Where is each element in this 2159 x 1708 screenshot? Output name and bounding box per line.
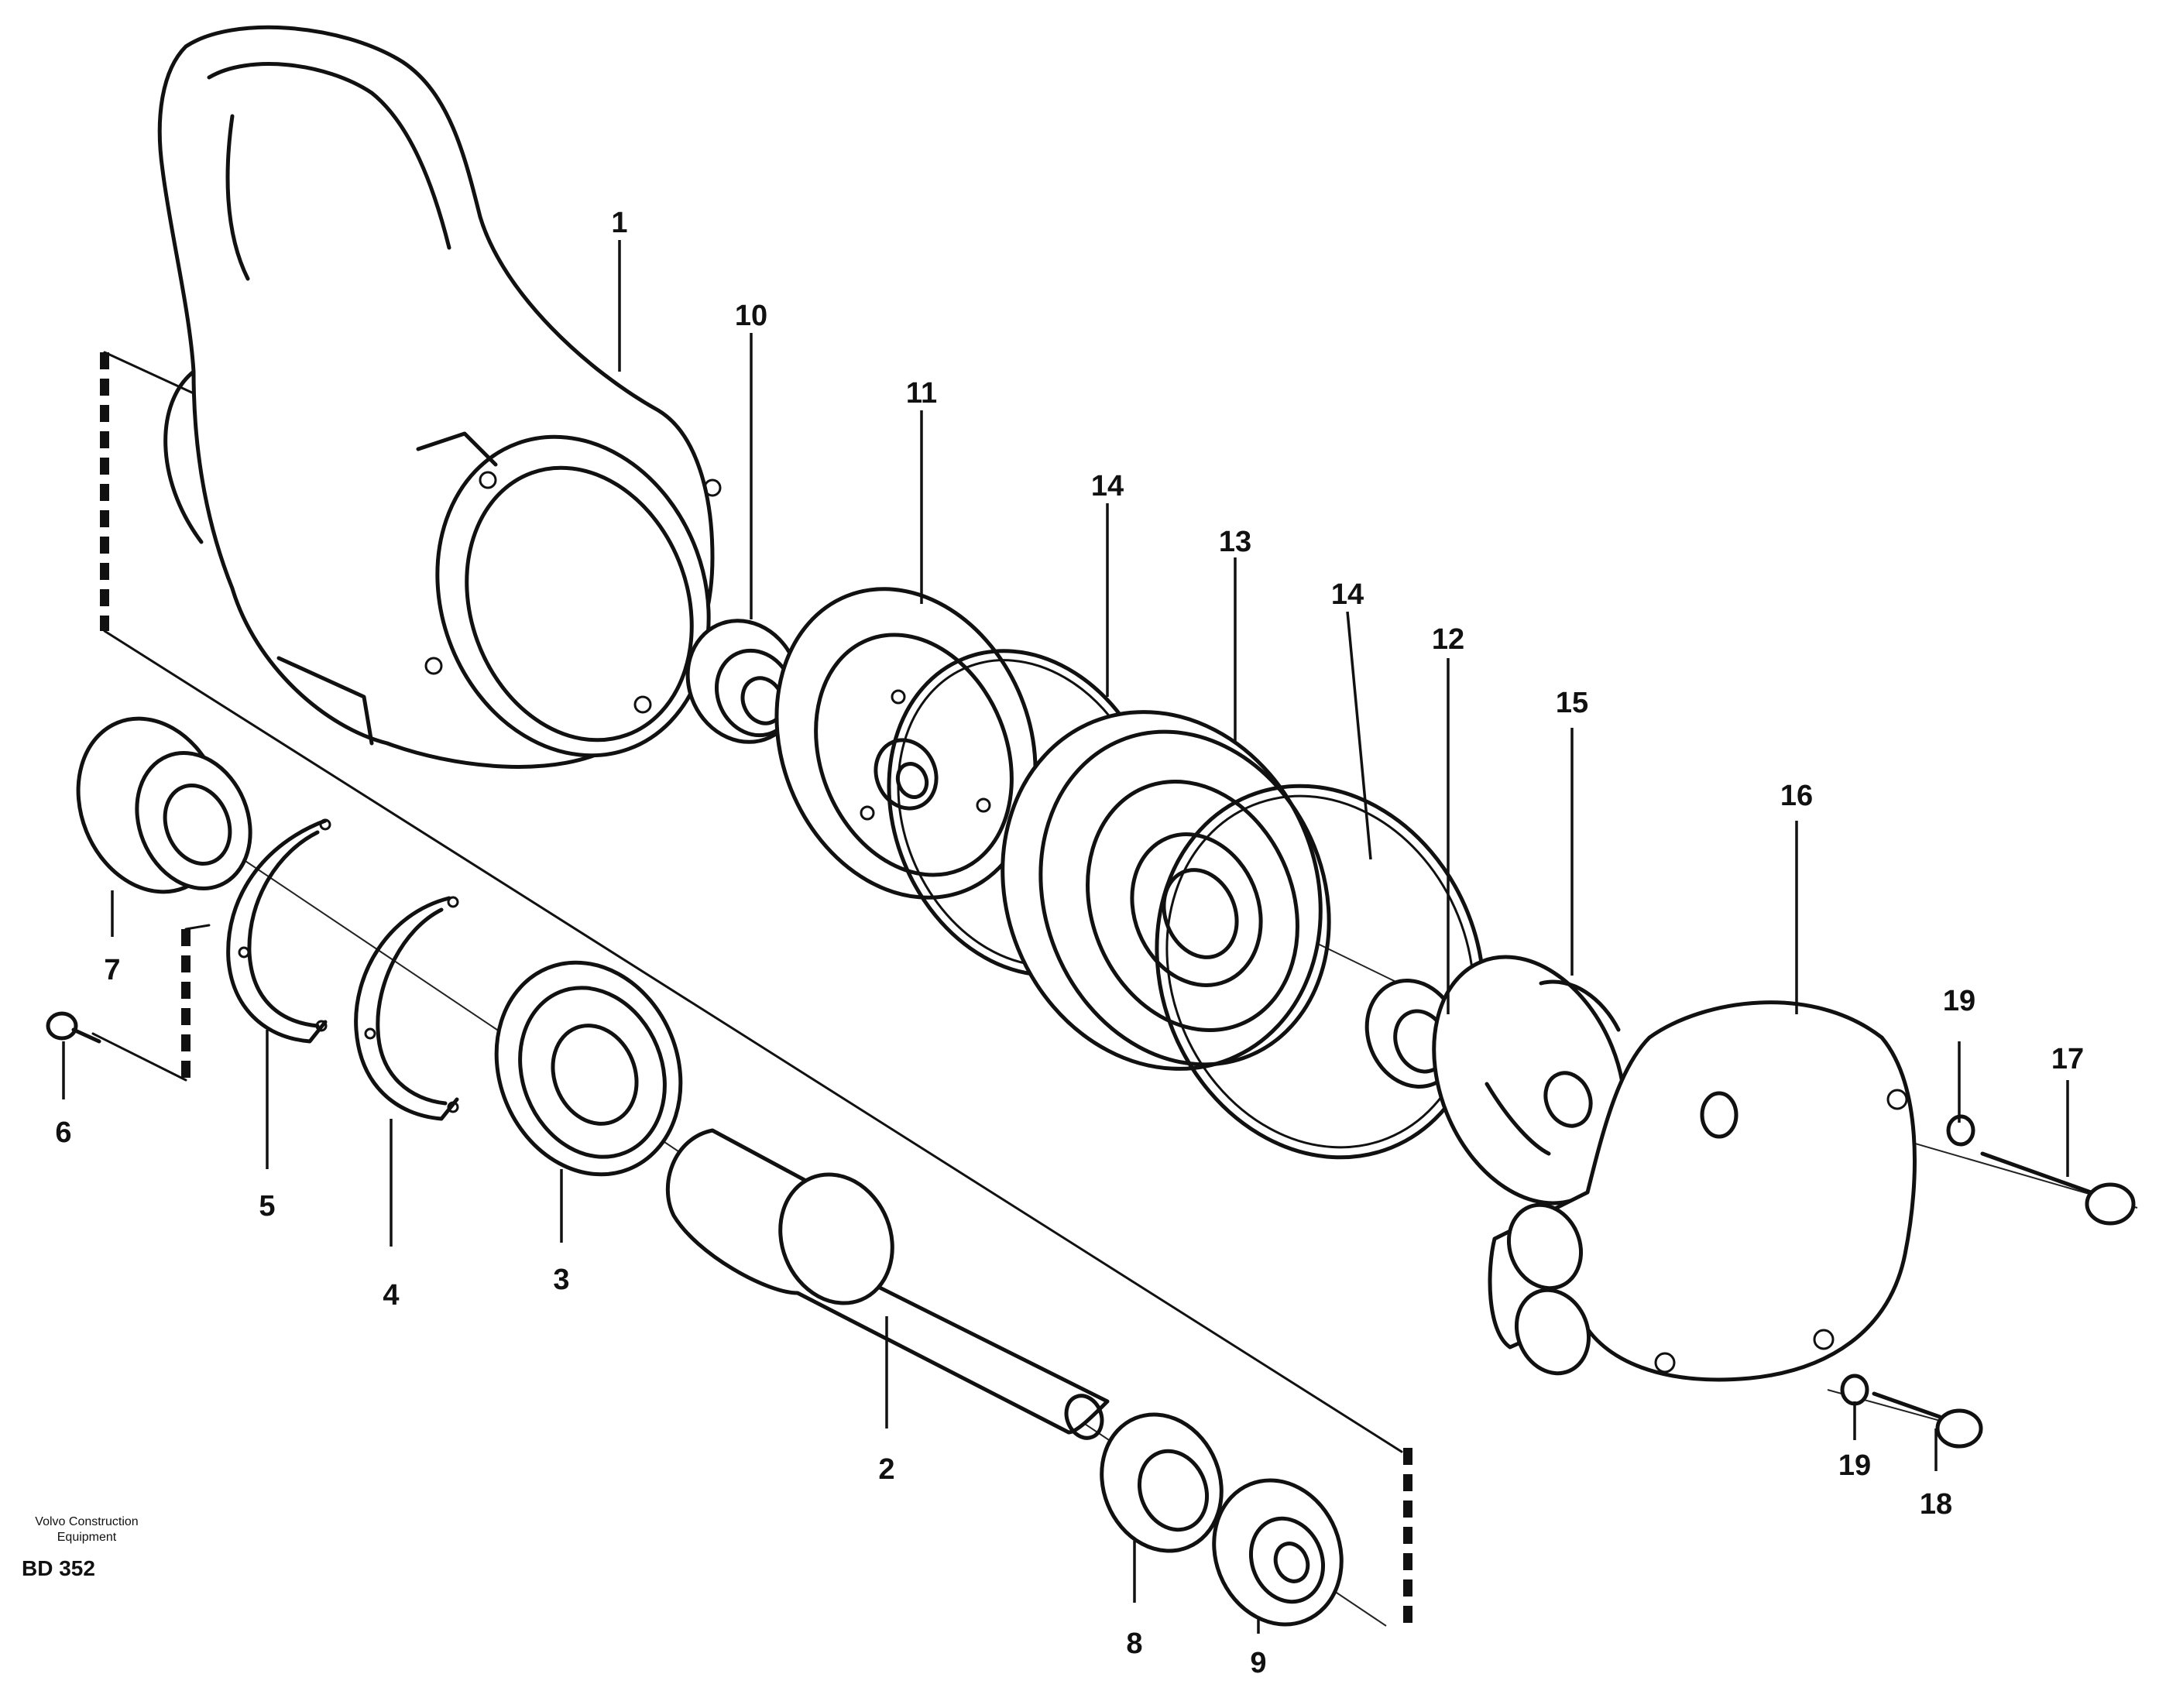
label-part-7: 7	[104, 954, 120, 986]
label-part-11: 11	[906, 377, 937, 410]
o-ring-2	[1155, 784, 1486, 1160]
label-part-14-b: 14	[1331, 578, 1364, 611]
diagram-code: BD 352	[22, 1556, 95, 1580]
ball-bearing-3	[494, 960, 683, 1177]
rear-cover	[1488, 1000, 1917, 1382]
label-part-6: 6	[55, 1116, 71, 1149]
label-part-10: 10	[735, 300, 767, 332]
pump-housing	[157, 25, 722, 769]
label-part-9: 9	[1250, 1647, 1266, 1679]
label-part-12: 12	[1432, 623, 1464, 656]
bearing-9	[1212, 1478, 1344, 1627]
label-part-2: 2	[878, 1453, 894, 1486]
label-part-19-bottom: 19	[1838, 1449, 1871, 1482]
label-part-1: 1	[611, 207, 627, 239]
seal	[685, 619, 801, 744]
washer-19-bottom	[1840, 1374, 1869, 1406]
part-labels: 1 10 11 14 13 14 12 15 16 17 19 19 18 7 …	[55, 207, 2084, 1679]
label-part-8: 8	[1126, 1627, 1142, 1660]
retaining-ring-5	[226, 818, 331, 1044]
retaining-ring-4	[354, 896, 459, 1121]
label-part-19-top: 19	[1943, 985, 1975, 1017]
label-part-4: 4	[383, 1279, 399, 1312]
label-part-14-a: 14	[1091, 470, 1124, 502]
washer-19-top	[1946, 1114, 1975, 1147]
brand-line-2: Equipment	[57, 1531, 117, 1544]
label-part-16: 16	[1780, 780, 1813, 812]
pump-shaft	[665, 1128, 1110, 1440]
label-part-18: 18	[1920, 1488, 1952, 1521]
bolt-18	[1872, 1391, 1983, 1449]
footer-branding: Volvo Construction Equipment BD 352	[22, 1515, 139, 1580]
label-part-17: 17	[2051, 1043, 2084, 1075]
label-part-5: 5	[259, 1190, 275, 1223]
leader-lines	[62, 240, 2069, 1634]
label-part-15: 15	[1556, 687, 1588, 719]
bolt-17	[1980, 1151, 2136, 1226]
label-part-3: 3	[553, 1264, 569, 1296]
bolt-6	[46, 1011, 101, 1044]
bearing-8	[1100, 1412, 1224, 1553]
brand-line-1: Volvo Construction	[35, 1515, 138, 1528]
label-part-13: 13	[1219, 526, 1251, 558]
drive-gear	[76, 716, 252, 894]
